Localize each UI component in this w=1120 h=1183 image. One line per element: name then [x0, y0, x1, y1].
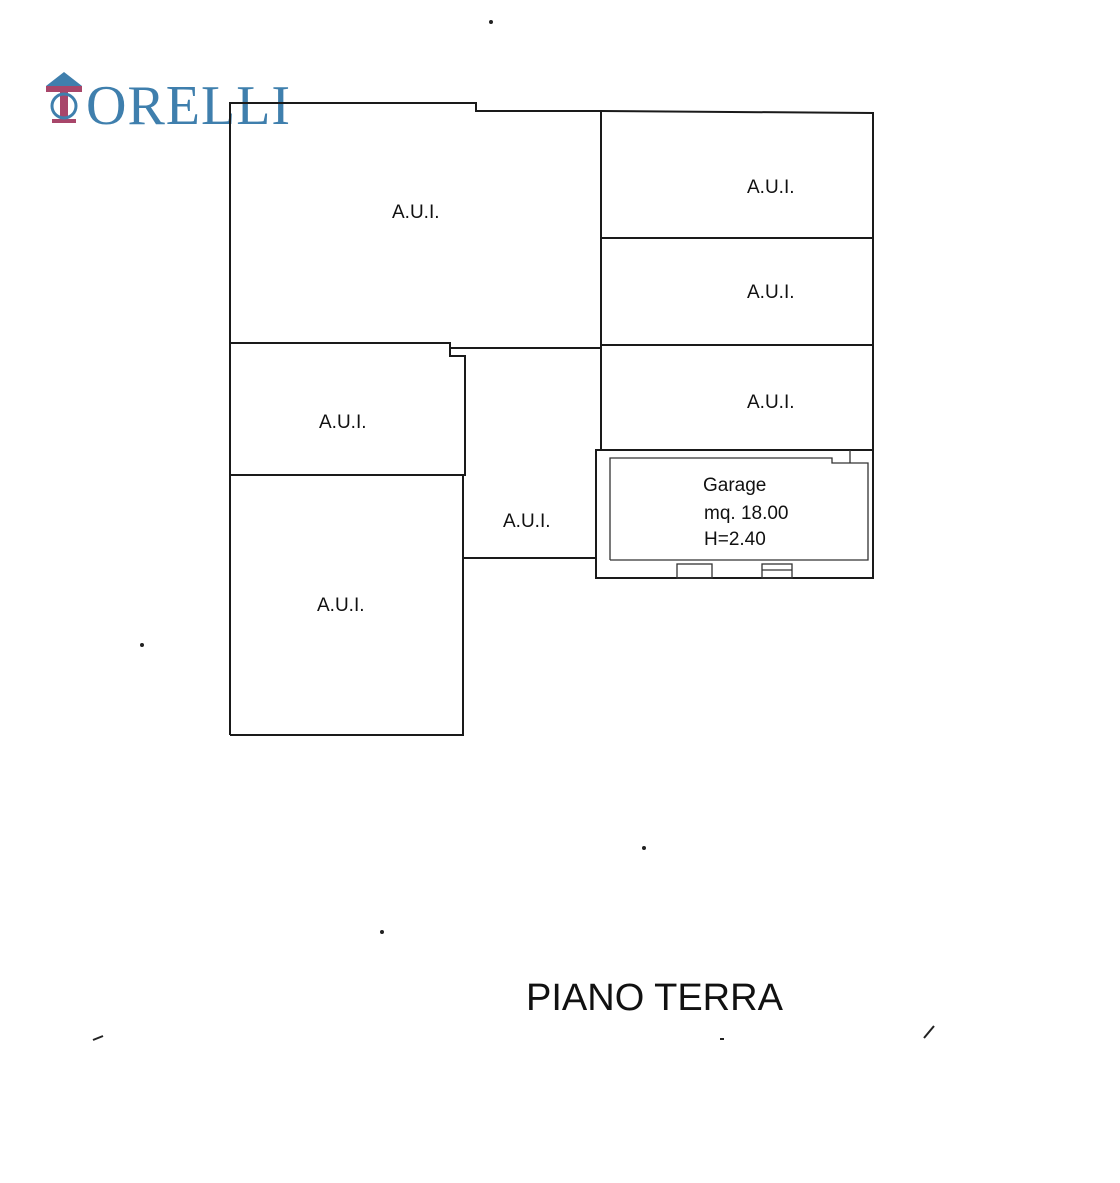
- room-label: A.U.I.: [747, 282, 795, 303]
- logo-text: ORELLI: [86, 75, 291, 137]
- floor-title: PIANO TERRA: [526, 977, 784, 1019]
- room-label: A.U.I.: [747, 392, 795, 413]
- room-label: A.U.I.: [747, 177, 795, 198]
- logo: ORELLI: [46, 72, 291, 137]
- garage-area: mq. 18.00: [704, 503, 789, 524]
- scan-specks: [92, 20, 935, 1041]
- walls: [229, 102, 874, 736]
- room-label: A.U.I.: [503, 511, 551, 532]
- room-label: A.U.I.: [319, 412, 367, 433]
- garage-name: Garage: [703, 475, 766, 496]
- room-label: A.U.I.: [392, 202, 440, 223]
- garage-height: H=2.40: [704, 529, 766, 550]
- room-label: A.U.I.: [317, 595, 365, 616]
- logo-roof-icon: [46, 72, 82, 86]
